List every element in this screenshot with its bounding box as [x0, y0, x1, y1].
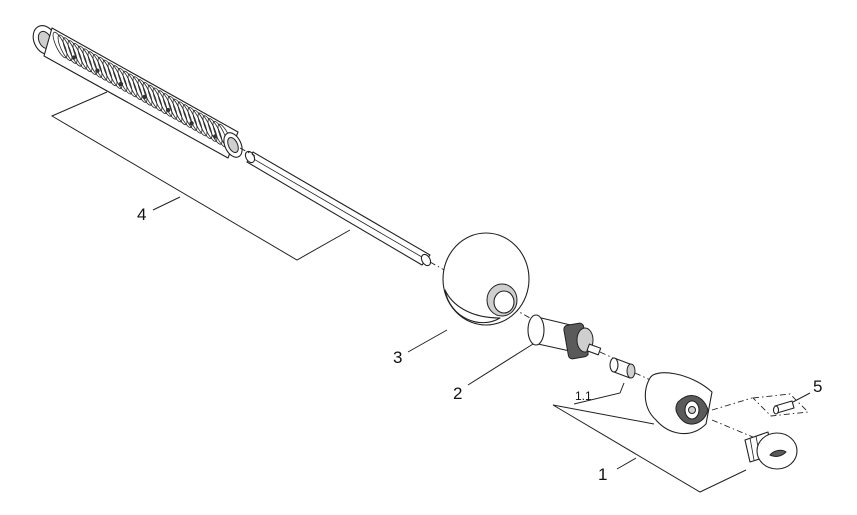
axis-line [711, 397, 753, 411]
escutcheon-rosette [442, 232, 530, 326]
callout-1: 1 [598, 465, 607, 484]
callout-1-1: 1.1 [575, 389, 592, 403]
handle [644, 372, 713, 435]
leader-lines [50, 91, 811, 493]
sleeve-hole [213, 134, 218, 139]
cover-cap [744, 431, 798, 470]
sleeve-hole [189, 121, 194, 126]
extension-rod [244, 150, 432, 267]
axis-line [599, 351, 623, 363]
callout-5: 5 [813, 377, 822, 396]
callout-4: 4 [137, 205, 146, 224]
sleeve-hole [142, 94, 147, 100]
callout-3: 3 [393, 348, 402, 367]
cartridge-headpart [527, 314, 602, 360]
sleeve-hole [71, 55, 77, 60]
callout-2: 2 [453, 384, 462, 403]
sleeve-hole [165, 107, 171, 113]
axis-line [711, 419, 761, 441]
sleeve-hole [95, 68, 100, 73]
spline-adapter [609, 357, 636, 379]
axis-line [239, 147, 256, 157]
sleeve-hole [118, 81, 124, 87]
screw-kit [752, 393, 809, 417]
threaded-extension-sleeve [32, 25, 243, 159]
